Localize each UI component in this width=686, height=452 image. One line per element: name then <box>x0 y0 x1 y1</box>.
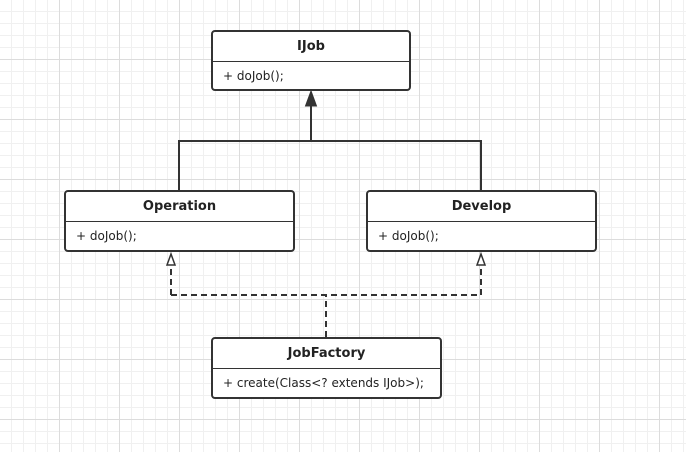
class-develop-method: + doJob(); <box>378 229 439 243</box>
class-develop[interactable]: Develop + doJob(); <box>366 190 597 252</box>
class-ijob-method: + doJob(); <box>223 69 284 83</box>
class-ijob-name: IJob <box>213 32 409 62</box>
dependency-arrowhead-develop-icon <box>475 251 487 266</box>
class-jobfactory-methods: + create(Class<? extends IJob>); <box>213 369 440 397</box>
class-operation-method: + doJob(); <box>76 229 137 243</box>
dependency-connector <box>170 264 482 337</box>
class-develop-methods: + doJob(); <box>368 222 595 250</box>
class-jobfactory-method: + create(Class<? extends IJob>); <box>223 376 424 390</box>
class-develop-name: Develop <box>368 192 595 222</box>
generalization-line-operation <box>178 140 311 190</box>
generalization-connector <box>178 106 482 190</box>
class-operation-methods: + doJob(); <box>66 222 293 250</box>
class-ijob[interactable]: IJob + doJob(); <box>211 30 411 91</box>
class-jobfactory-name: JobFactory <box>213 339 440 369</box>
dependency-arrowhead-operation-icon <box>165 251 177 266</box>
class-ijob-methods: + doJob(); <box>213 62 409 89</box>
inheritance-arrowhead-icon <box>304 89 318 107</box>
class-jobfactory[interactable]: JobFactory + create(Class<? extends IJob… <box>211 337 442 399</box>
class-operation-name: Operation <box>66 192 293 222</box>
generalization-line-develop <box>311 140 482 190</box>
class-operation[interactable]: Operation + doJob(); <box>64 190 295 252</box>
